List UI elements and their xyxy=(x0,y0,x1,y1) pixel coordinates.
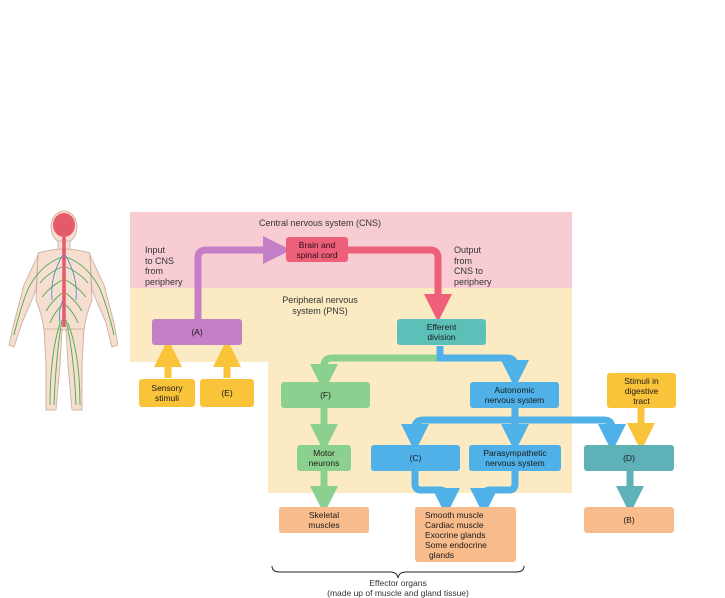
box-f: (F) xyxy=(281,382,370,408)
box-b: (B) xyxy=(584,507,674,533)
box-c: (C) xyxy=(371,445,460,471)
smooth-muscle-effector-box: Smooth muscle Cardiac muscle Exocrine gl… xyxy=(415,507,516,562)
input-to-cns-label: Input to CNS from periphery xyxy=(145,245,183,287)
to-d-arrow xyxy=(515,416,626,452)
somatic-branch-arrow xyxy=(310,346,444,392)
c-to-smooth-arrow xyxy=(411,471,460,516)
afferent-arrow xyxy=(194,236,291,320)
box-e: (E) xyxy=(200,379,254,407)
output-from-cns-label: Output from CNS to periphery xyxy=(454,245,492,287)
cns-label: Central nervous system (CNS) xyxy=(258,218,382,228)
autonomic-branch-arrow xyxy=(436,346,529,388)
effector-organs-label: Effector organs (made up of muscle and g… xyxy=(327,578,469,598)
box-d: (D) xyxy=(584,445,674,471)
human-nervous-system-illustration xyxy=(8,210,118,411)
output-arrow xyxy=(347,246,452,322)
to-c-arrow xyxy=(401,407,519,452)
pns-label: Peripheral nervous system (PNS) xyxy=(282,295,358,316)
effector-brace xyxy=(271,565,525,579)
box-a: (A) xyxy=(152,319,242,345)
para-to-smooth-arrow xyxy=(470,471,519,516)
brain-shape xyxy=(53,213,75,237)
